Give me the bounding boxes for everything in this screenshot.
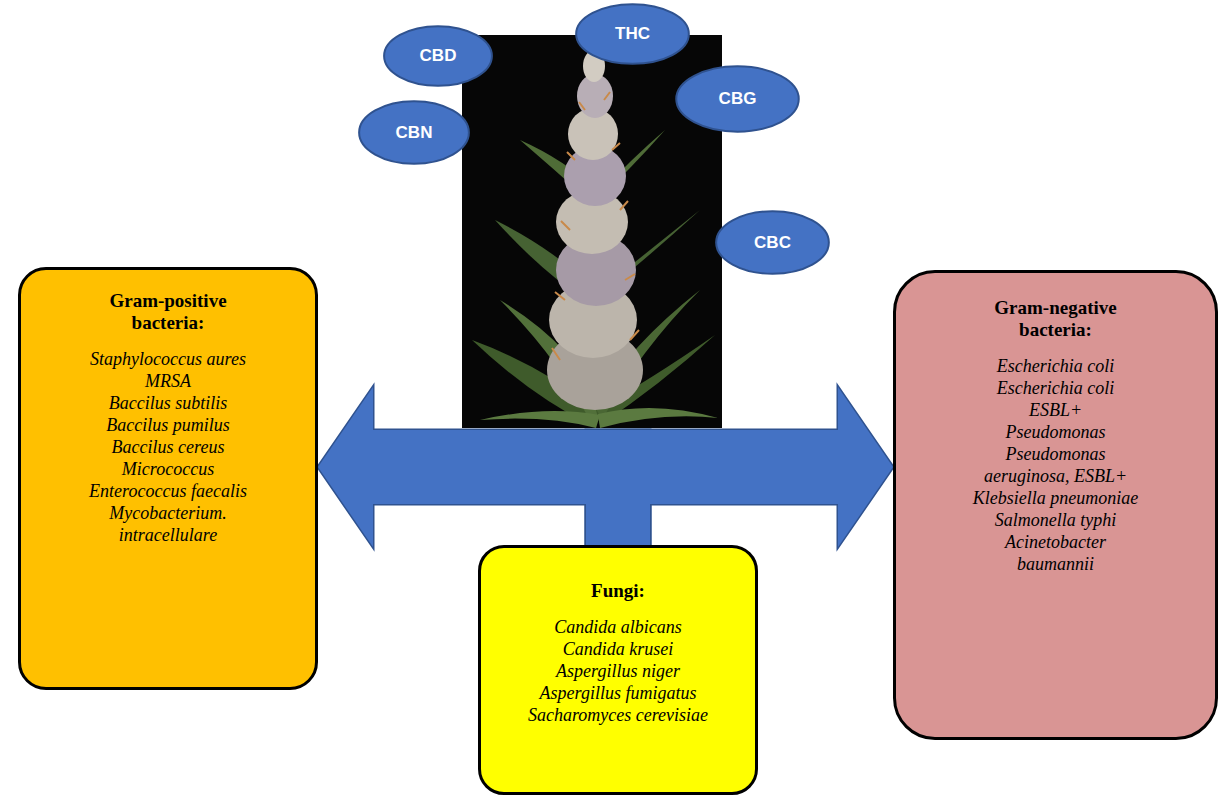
- ellipse-outline: [359, 101, 469, 163]
- organism-name: Enterococcus faecalis: [66, 480, 271, 502]
- group-heading: Gram-positive bacteria:: [93, 290, 243, 334]
- organism-name: Escherichia coli: [968, 355, 1143, 377]
- compound-label: CBC: [754, 233, 791, 253]
- compound-label: CBG: [719, 89, 757, 109]
- compound-label: THC: [615, 24, 650, 44]
- organism-name: Candida albicans: [498, 616, 738, 638]
- organism-name: Pseudomonas: [968, 421, 1143, 443]
- organism-name: Baccilus pumilus: [66, 414, 271, 436]
- organism-name: Pseudomonas aeruginosa, ESBL+: [968, 443, 1143, 487]
- compound-ellipse: THC: [575, 3, 690, 65]
- organism-name: Acinetobacter baumannii: [968, 531, 1143, 575]
- organism-name: Micrococcus: [66, 458, 271, 480]
- cannabis-leaves: [472, 130, 718, 428]
- ellipse-outline: [576, 4, 689, 64]
- ellipse-outline: [676, 66, 799, 131]
- organism-name: Mycobacterium. intracellulare: [66, 502, 271, 546]
- ellipse-outline: [716, 211, 829, 273]
- group-heading: Gram-negative bacteria:: [981, 297, 1131, 341]
- group-heading: Fungi:: [543, 580, 693, 602]
- arrow-fills: [318, 387, 893, 547]
- compound-label: CBD: [420, 46, 457, 66]
- ellipse-outline: [384, 26, 492, 86]
- cannabis-bud: [547, 50, 643, 410]
- compound-label: CBN: [396, 123, 433, 143]
- organism-group-box: Gram-negative bacteria: Escherichia coliE…: [893, 270, 1218, 740]
- organism-group-box: Fungi:Candida albicansCandida kruseiAspe…: [478, 545, 758, 795]
- organism-name: Klebsiella pneumoniae: [968, 487, 1143, 509]
- leaf: [480, 411, 600, 428]
- organism-group-box: Gram-positive bacteria: Staphylococcus au…: [18, 267, 318, 690]
- block-arrow-outline: [586, 387, 893, 547]
- organism-name: Salmonella typhi: [968, 509, 1143, 531]
- organism-name: Baccilus subtilis: [66, 392, 271, 414]
- organism-name: Candida krusei: [498, 638, 738, 660]
- organism-name: Aspergillus niger: [498, 660, 738, 682]
- arrow-outlines: [318, 387, 893, 547]
- compound-ellipse: CBD: [383, 25, 493, 87]
- bud-hairs: [552, 92, 639, 360]
- organism-name: Baccilus cereus: [66, 436, 271, 458]
- compound-ellipse: CBG: [675, 65, 800, 133]
- organism-name: Sacharomyces cerevisiae: [498, 704, 738, 726]
- leaf: [598, 408, 718, 428]
- organism-name: MRSA: [66, 370, 271, 392]
- organism-name: Aspergillus fumigatus: [498, 682, 738, 704]
- organism-name: Escherichia coli ESBL+: [968, 377, 1143, 421]
- compound-ellipse: CBC: [715, 210, 830, 275]
- block-arrow: [586, 387, 893, 547]
- organism-name: Staphylococcus aures: [66, 348, 271, 370]
- compound-ellipse: CBN: [358, 100, 470, 165]
